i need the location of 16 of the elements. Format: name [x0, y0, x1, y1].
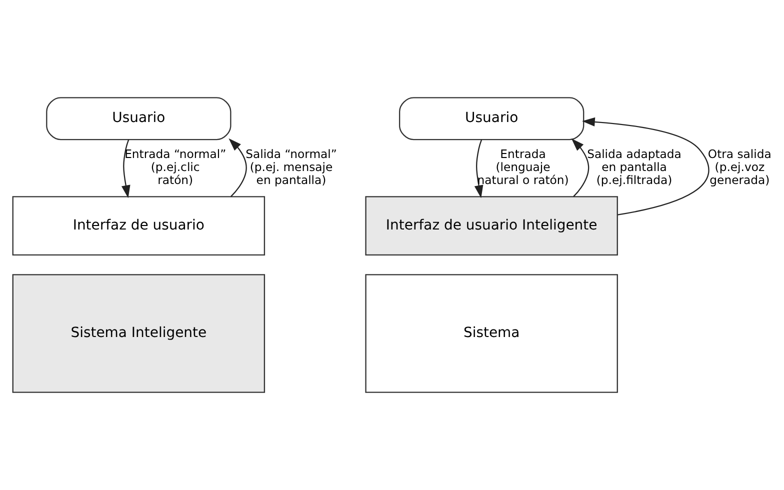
- edge-label: Entrada “normal” (p.ej.clic ratón): [124, 147, 226, 187]
- arrow: [121, 140, 130, 198]
- node-box: Usuario: [46, 97, 232, 140]
- edge-label: Salida adaptada en pantalla (p.ej.filtrada): [587, 147, 682, 187]
- node-box: Sistema Inteligente: [12, 274, 266, 393]
- arrow: [474, 140, 484, 198]
- node-box: Interfaz de usuario Inteligente: [365, 196, 618, 256]
- edge-label: Entrada (lenguaje natural o ratón): [477, 147, 569, 187]
- edge-label: Otra salida (p.ej.voz generada): [708, 147, 772, 187]
- node-box: Interfaz de usuario: [12, 196, 266, 256]
- arrow: [228, 138, 247, 197]
- node-box: Usuario: [398, 97, 584, 140]
- arrow: [571, 138, 590, 197]
- arrow: [582, 117, 710, 216]
- node-box: Sistema: [365, 274, 618, 393]
- edge-label: Salida “normal” (p.ej. mensaje en pantalla): [246, 147, 337, 187]
